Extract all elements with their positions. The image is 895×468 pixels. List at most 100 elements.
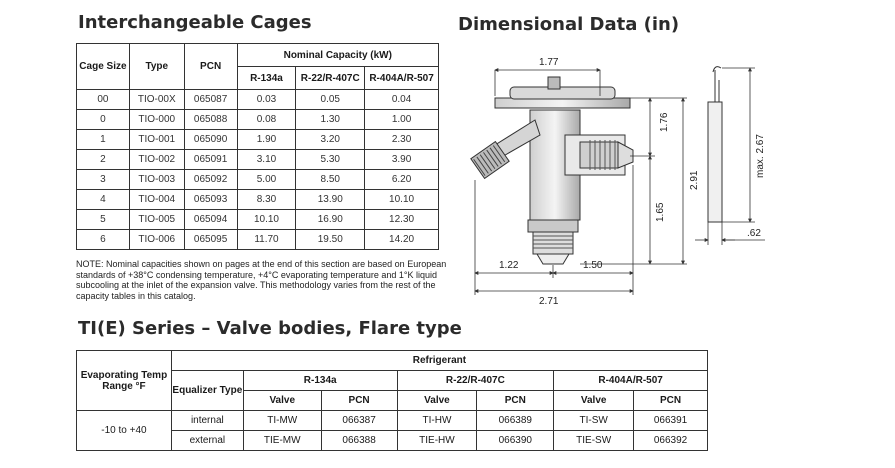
cell-type: TIO-006 [128,229,185,250]
cell-r404: 10.10 [364,189,439,210]
cell-cage-size: 0 [76,109,130,130]
header-r404: R-404A/R-507 [553,370,708,391]
dimensional-title: Dimensional Data (in) [458,14,680,35]
dim-bulb-length: max. 2.67 [755,134,766,178]
dim-upper-height: 1.76 [659,112,670,132]
header-r134a: R-134a [242,370,398,391]
cell-r134a: 11.70 [236,229,297,250]
cell-cage-size: 3 [76,169,130,190]
cell-type: TIO-000 [128,109,185,130]
cell-r22: 0.05 [295,89,366,110]
cell-pcn: 065092 [183,169,238,190]
dim-top-width: 1.77 [539,57,559,68]
table-row: 3 TIO-003 065092 5.00 8.50 6.20 [76,169,439,190]
dim-right-width: 1.50 [583,260,603,271]
header-equalizer-type: Equalizer Type [170,370,244,411]
cell-pcn: 065087 [183,89,238,110]
dim-total-height: 2.91 [689,170,700,190]
header-nominal-capacity: Nominal Capacity (kW) [236,43,440,67]
header-pcn: PCN [183,43,238,90]
cell-pcn: 066390 [476,430,555,451]
header-r22: R-22/R-407C [396,370,555,391]
bulb-drawing [707,66,723,223]
cell-valve: TIE-MW [242,430,322,451]
header-valve: Valve [553,390,635,411]
header-pcn: PCN [320,390,398,411]
cell-pcn: 065094 [183,209,238,230]
cell-r134a: 5.00 [236,169,297,190]
valve-bodies-table: Evaporating Temp Range °F Refrigerant Eq… [76,350,709,451]
cell-pcn: 065088 [183,109,238,130]
cell-valve: TI-MW [242,410,322,431]
header-r404: R-404A/R-507 [364,66,439,90]
cell-r404: 14.20 [364,229,439,250]
cell-type: TIO-005 [128,209,185,230]
cell-pcn: 065091 [183,149,238,170]
header-evap-range: Evaporating Temp Range °F [76,350,172,411]
cell-r22: 16.90 [295,209,366,230]
cell-r404: 2.30 [364,129,439,150]
cell-pcn: 066389 [476,410,555,431]
cell-r22: 5.30 [295,149,366,170]
table-row: 4 TIO-004 065093 8.30 13.90 10.10 [76,189,439,210]
dim-overall-width: 2.71 [539,296,559,307]
cell-type: TIO-002 [128,149,185,170]
cell-r404: 12.30 [364,209,439,230]
cell-equalizer: external [170,430,244,451]
table-row: 6 TIO-006 065095 11.70 19.50 14.20 [76,229,439,250]
table-row: 0 TIO-000 065088 0.08 1.30 1.00 [76,109,439,130]
cell-cage-size: 5 [76,209,130,230]
cell-cage-size: 1 [76,129,130,150]
cell-valve: TI-HW [396,410,478,431]
cell-equalizer: internal [170,410,244,431]
table-row: -10 to +40 internal TI-MW 066387 TI-HW 0… [76,410,708,451]
cell-r134a: 8.30 [236,189,297,210]
table-row: 5 TIO-005 065094 10.10 16.90 12.30 [76,209,439,230]
cell-pcn: 066392 [633,430,708,451]
cell-r134a: 10.10 [236,209,297,230]
cell-type: TIO-004 [128,189,185,210]
table-row: 1 TIO-001 065090 1.90 3.20 2.30 [76,129,439,150]
header-pcn: PCN [633,390,708,411]
cell-valve: TIE-SW [553,430,635,451]
cell-r134a: 1.90 [236,129,297,150]
valve-header-row: Evaporating Temp Range °F Refrigerant [76,350,709,411]
cell-r404: 3.90 [364,149,439,170]
cages-title: Interchangeable Cages [78,12,312,33]
header-valve: Valve [242,390,322,411]
table-row: external TIE-MW 066388 TIE-HW 066390 TIE… [77,430,708,451]
cell-type: TIO-001 [128,129,185,150]
cell-cage-size: 4 [76,189,130,210]
cell-r22: 13.90 [295,189,366,210]
header-type: Type [128,43,185,90]
header-refrigerant: Refrigerant [170,350,709,371]
cell-cage-size: 6 [76,229,130,250]
cell-pcn: 065093 [183,189,238,210]
header-pcn: PCN [476,390,555,411]
header-valve: Valve [396,390,478,411]
capacity-note: NOTE: Nominal capacities shown on pages … [76,259,447,301]
dim-lower-height: 1.65 [655,202,666,222]
cell-type: TIO-00X [128,89,185,110]
cages-header-row: Cage Size Type PCN Nominal Capacity (kW) [76,43,440,90]
cell-type: TIO-003 [128,169,185,190]
valve-subheader-row: Equalizer Type R-134a R-22/R-407C R-404A… [77,370,708,411]
cell-r22: 3.20 [295,129,366,150]
cell-r134a: 0.08 [236,109,297,130]
cell-r134a: 0.03 [236,89,297,110]
cell-evap-range: -10 to +40 [76,410,172,451]
cell-valve: TIE-HW [396,430,478,451]
dim-bulb-diameter: .62 [747,228,761,239]
valve-column-header-row: Valve PCN Valve PCN Valve PCN [77,390,708,411]
cell-cage-size: 00 [76,89,130,110]
cell-r404: 0.04 [364,89,439,110]
cell-r404: 6.20 [364,169,439,190]
cell-pcn: 065090 [183,129,238,150]
header-r134a: R-134a [236,66,297,90]
header-r22: R-22/R-407C [295,66,366,90]
series-title: TI(E) Series – Valve bodies, Flare type [78,318,462,339]
cell-r22: 19.50 [295,229,366,250]
table-row: 00 TIO-00X 065087 0.03 0.05 0.04 [76,89,439,110]
cell-pcn: 065095 [183,229,238,250]
cell-pcn: 066388 [320,430,398,451]
